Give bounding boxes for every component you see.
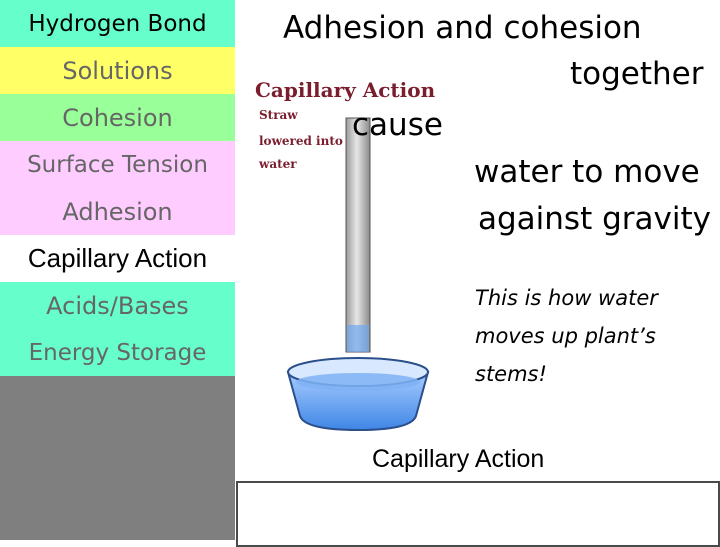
note-line-3: stems! xyxy=(475,362,547,386)
nav-item-solutions[interactable]: Solutions xyxy=(0,47,235,94)
diagram-label-line-2: lowered into xyxy=(259,134,343,148)
heading-line-4: water to move xyxy=(474,154,700,190)
nav-item-capillary-action[interactable]: Capillary Action xyxy=(0,235,235,282)
diagram-label-line-3: water xyxy=(258,157,297,171)
straw xyxy=(345,117,371,353)
heading-line-3: cause xyxy=(352,107,443,143)
diagram-title: Capillary Action xyxy=(255,78,436,102)
bottom-panel xyxy=(236,481,720,547)
nav-item-cohesion[interactable]: Cohesion xyxy=(0,94,235,141)
nav-item-acids-bases[interactable]: Acids/Bases xyxy=(0,282,235,329)
capillary-diagram: Capillary Action Straw lowered into wate… xyxy=(255,78,436,432)
nav-item-energy-storage[interactable]: Energy Storage xyxy=(0,329,235,376)
straw-water-column xyxy=(347,325,369,352)
diagram-label-line-1: Straw xyxy=(259,108,298,122)
heading-line-5: against gravity xyxy=(478,201,711,237)
heading-line-2: together xyxy=(570,56,704,92)
sidebar-nav: Hydrogen Bond Solutions Cohesion Surface… xyxy=(0,0,235,540)
note-line-1: This is how water xyxy=(475,286,658,310)
nav-item-hydrogen-bond[interactable]: Hydrogen Bond xyxy=(0,0,235,47)
heading-line-1: Adhesion and cohesion xyxy=(283,10,642,46)
note-line-2: moves up plant’s xyxy=(475,324,656,348)
diagram-caption: Capillary Action xyxy=(372,445,545,473)
nav-item-adhesion[interactable]: Adhesion xyxy=(0,188,235,235)
water-surface xyxy=(296,373,420,391)
nav-item-surface-tension[interactable]: Surface Tension xyxy=(0,141,235,188)
